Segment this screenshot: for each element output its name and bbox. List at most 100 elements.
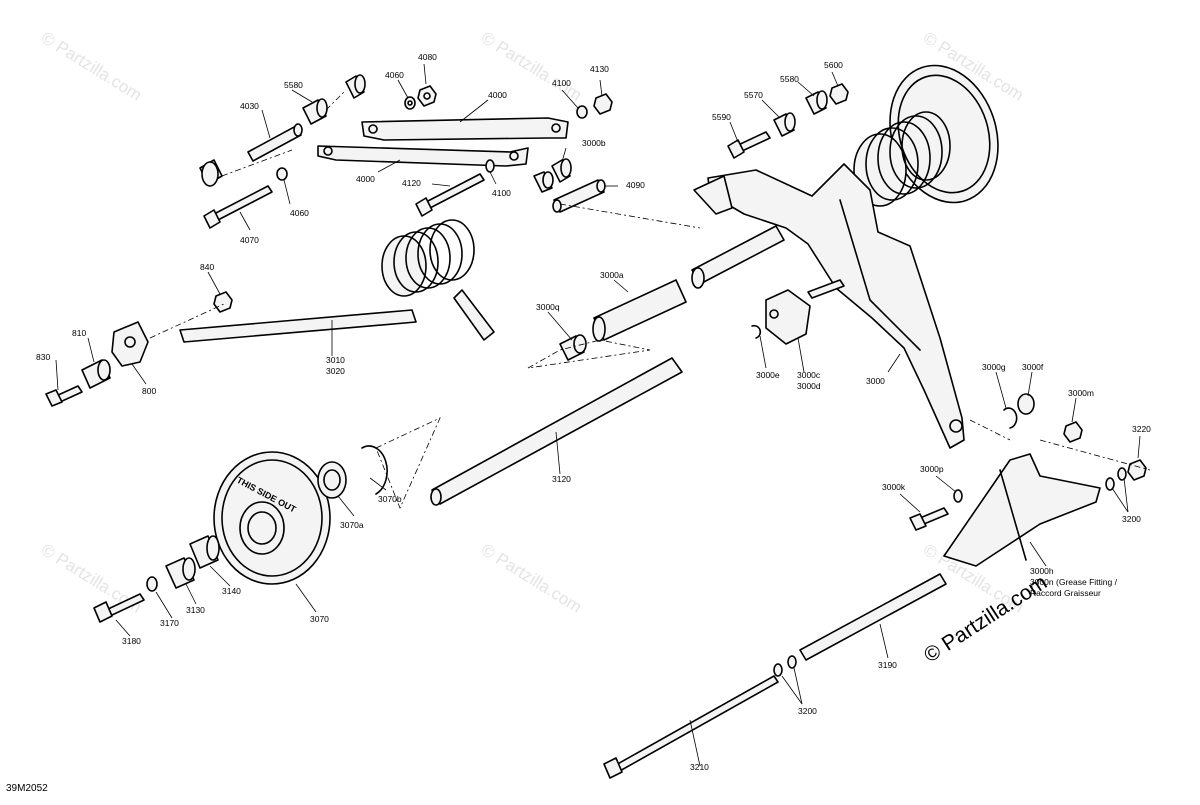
nut-3000m [1063, 421, 1083, 443]
assembly-line [559, 203, 701, 229]
idler-wheel-3070 [213, 451, 331, 585]
callout-label: 800 [142, 386, 157, 396]
callout-label: 4000 [356, 174, 375, 184]
assembly-line [325, 89, 347, 111]
circlip-3000g [1003, 407, 1018, 429]
assembly-line [969, 419, 1011, 441]
callout-label: 3220 [1132, 424, 1151, 434]
callout-label: 3000b [582, 138, 606, 148]
callout-label: 4100 [552, 78, 571, 88]
callout-label: 4090 [626, 180, 645, 190]
callout-label: 3020 [326, 366, 345, 376]
bolt-5590 [727, 131, 771, 159]
bushing-3000f [1017, 393, 1035, 415]
callout-label: 3000p [920, 464, 944, 474]
bolt-4070 [203, 185, 273, 229]
callout-label: 4130 [590, 64, 609, 74]
tube-3000a-end [691, 225, 785, 289]
callout-label: 3000k [882, 482, 906, 492]
callout-label: 4080 [418, 52, 437, 62]
clip-3000e [751, 324, 762, 339]
assembly-line [527, 339, 651, 369]
tube-4090 [552, 179, 606, 213]
callout-label: 840 [200, 262, 215, 272]
bolt-3000k [909, 507, 949, 531]
rod-3190 [799, 573, 947, 661]
spacer-5570 [773, 112, 796, 137]
bolt-3210 [603, 675, 779, 779]
washer-4060-lower [276, 167, 288, 181]
callout-label: 830 [36, 352, 51, 362]
callout-label: 3070a [340, 520, 364, 530]
shaft-3120 [430, 357, 683, 506]
callout-label: 3000h [1030, 566, 1054, 576]
callout-label: 3070b [378, 494, 402, 504]
bushing-4000-top [345, 74, 366, 99]
bolt-3180 [93, 593, 145, 623]
pin-4030 [247, 123, 303, 162]
bushing-3000q [559, 334, 587, 361]
callout-label: 3190 [878, 660, 897, 670]
callout-label: 5580 [284, 80, 303, 90]
callout-label: 810 [72, 328, 87, 338]
stud-right [807, 279, 845, 299]
callout-label: 4030 [240, 101, 259, 111]
bearing-3070a [317, 461, 347, 499]
callout-label: 3210 [690, 762, 709, 772]
diagram-id: 39M2052 [6, 783, 48, 794]
callout-label: 3010 [326, 355, 345, 365]
callout-label: 5600 [824, 60, 843, 70]
bushing-3140 [189, 535, 220, 569]
washers-3200-lower [773, 655, 797, 677]
tube-3000a [592, 279, 687, 342]
link-arm-4000-lower [317, 145, 529, 167]
callout-label: 3000e [756, 370, 780, 380]
callout-label: 3200 [1122, 514, 1141, 524]
callout-label: 5570 [744, 90, 763, 100]
callout-label: 4100 [492, 188, 511, 198]
washers-3200-right [1105, 459, 1147, 491]
callout-label: 3130 [186, 605, 205, 615]
callout-label: 3000f [1022, 362, 1044, 372]
block-800 [111, 321, 149, 367]
callout-label: 4120 [402, 178, 421, 188]
leader-lines [55, 63, 1141, 767]
callout-label: 5590 [712, 112, 731, 122]
washer-4060 [404, 96, 416, 110]
bracket-3000c [765, 289, 811, 345]
callout-label: 3000a [600, 270, 624, 280]
bushing-5580 [302, 98, 328, 125]
bolt-830 [45, 385, 83, 407]
torsion-spring-3010 [179, 219, 495, 343]
callout-label: 4060 [385, 70, 404, 80]
callout-label: Raccord Graisseur [1030, 588, 1101, 598]
bushing-right-upper [576, 93, 613, 119]
callout-label: 3000d [797, 381, 821, 391]
callout-label: 3000 [866, 376, 885, 386]
callout-label: 3000n (Grease Fitting / [1030, 577, 1117, 587]
link-arm-4000-upper [361, 117, 569, 141]
roller-810 [81, 359, 111, 389]
callout-label: 3000q [536, 302, 560, 312]
spacer-3130 [165, 557, 196, 589]
callout-label: 3180 [122, 636, 141, 646]
callout-label: 3170 [160, 618, 179, 628]
callout-label: 4070 [240, 235, 259, 245]
callout-label: 3120 [552, 474, 571, 484]
callout-label: 3140 [222, 586, 241, 596]
bushing-3000b [533, 158, 572, 193]
nut-4080 [417, 85, 437, 107]
nut-5600 [829, 83, 849, 105]
washer-3170 [146, 576, 158, 592]
callout-label: 3200 [798, 706, 817, 716]
nut-840 [213, 291, 233, 313]
callout-label: 3070 [310, 614, 329, 624]
circlip-3070b [361, 445, 388, 495]
callout-label: 4000 [488, 90, 507, 100]
idler-wheel-large [889, 64, 999, 204]
bushing-5580-right [805, 90, 828, 115]
bolt-4120 [415, 173, 485, 217]
assembly-line [375, 417, 441, 510]
assembly-line [221, 149, 293, 177]
